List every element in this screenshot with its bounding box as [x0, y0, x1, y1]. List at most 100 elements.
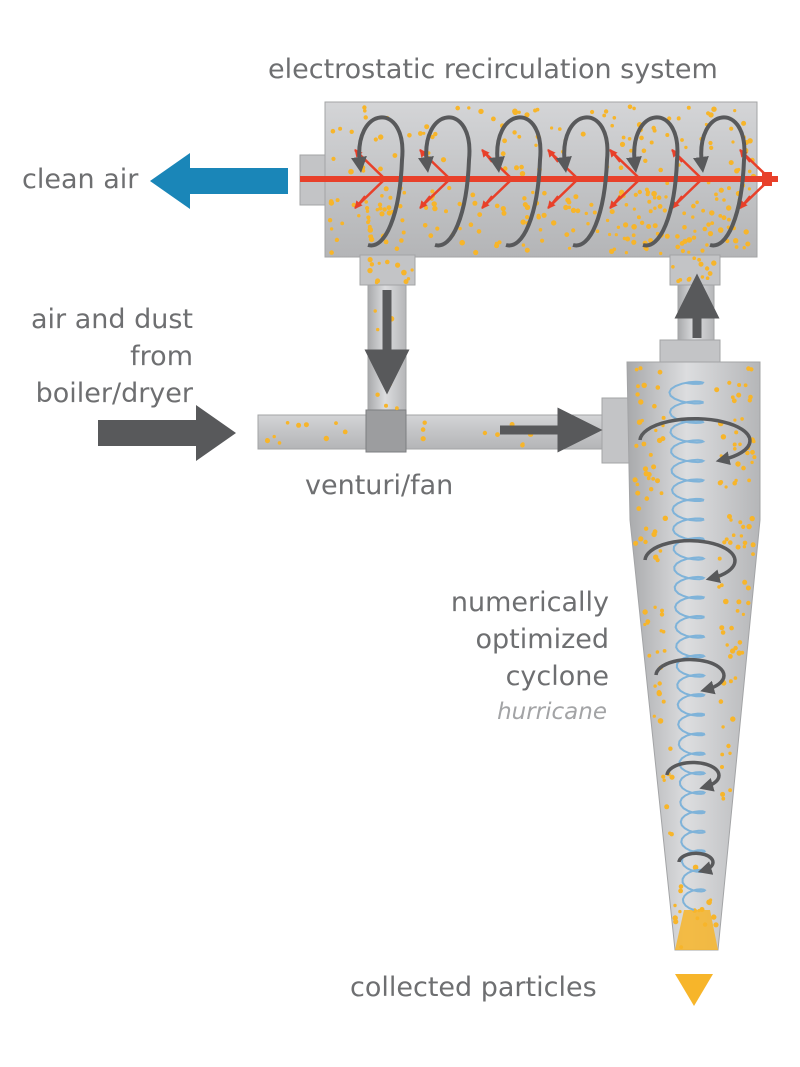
dust-particle — [348, 168, 354, 175]
dust-particle — [747, 187, 752, 191]
dust-particle — [720, 434, 727, 440]
dust-particle — [736, 650, 742, 656]
inner-vortex — [668, 380, 707, 911]
dust-particle — [727, 514, 732, 519]
dust-particle — [678, 884, 684, 889]
dust-particle — [724, 537, 729, 542]
dust-particle — [706, 222, 711, 227]
cyclone-label-line2: optimized — [475, 624, 609, 655]
dust-particle — [657, 718, 664, 724]
dust-particle — [742, 246, 746, 250]
dust-particle — [603, 109, 609, 114]
dust-particle — [653, 684, 657, 688]
dust-particle — [653, 605, 657, 609]
dust-particle — [403, 279, 409, 285]
dust-particle — [722, 198, 726, 202]
dust-particle — [671, 265, 675, 269]
dust-particle — [398, 204, 403, 209]
dust-particle — [699, 907, 705, 912]
dust-particle — [517, 110, 521, 115]
dust-particle — [551, 220, 557, 226]
dust-particle — [638, 399, 644, 405]
dust-particle — [700, 248, 705, 253]
dust-particle — [590, 109, 595, 115]
dust-particle — [745, 585, 751, 591]
dust-particle — [711, 106, 717, 112]
dust-particle — [714, 197, 719, 201]
dust-particle — [665, 181, 670, 186]
dust-particle — [367, 227, 374, 233]
dust-particle — [643, 539, 648, 545]
dust-particle — [303, 422, 309, 428]
dust-particle — [467, 106, 471, 110]
dust-particle — [733, 418, 737, 422]
dust-particle — [428, 233, 434, 239]
dust-particle — [752, 439, 756, 444]
dust-particle — [495, 432, 500, 437]
dust-particle — [724, 485, 728, 489]
dust-particle — [727, 380, 732, 385]
cyclone-swirl-arrows — [638, 417, 752, 875]
dust-particle — [331, 156, 336, 161]
dust-particle — [714, 387, 720, 393]
dust-particle — [379, 211, 385, 217]
dust-particle — [749, 515, 755, 522]
dust-particle — [632, 477, 638, 483]
dust-particle — [697, 257, 701, 262]
dust-particle — [733, 676, 738, 680]
dust-particle — [746, 600, 751, 606]
dust-particle — [334, 421, 338, 425]
dust-particle — [367, 257, 373, 263]
dust-particle — [719, 454, 723, 458]
dust-particle — [705, 243, 709, 247]
dust-particle — [406, 277, 411, 281]
dust-particle — [718, 214, 723, 218]
dust-particle — [384, 403, 388, 408]
dust-particle — [491, 116, 496, 122]
dust-particle — [701, 208, 705, 213]
dust-particle — [595, 229, 600, 233]
dust-particle — [400, 218, 405, 223]
dust-particle — [459, 239, 466, 246]
dust-particle — [662, 778, 666, 782]
dust-particle — [657, 369, 663, 375]
collected-particles-icon — [675, 974, 713, 1006]
dust-particle — [709, 210, 715, 216]
dust-particle — [742, 579, 748, 585]
dust-particle — [422, 131, 426, 135]
dust-particle — [634, 443, 639, 448]
dust-particle — [659, 251, 663, 256]
dust-particle — [373, 137, 378, 142]
dust-particle — [721, 725, 725, 729]
dust-particle — [375, 278, 381, 284]
dust-particle — [728, 679, 733, 684]
dust-particle — [736, 167, 741, 172]
dust-particle — [522, 196, 527, 201]
dust-particle — [720, 752, 725, 757]
dust-particle — [659, 629, 663, 633]
dust-particle — [647, 199, 652, 204]
dust-particle — [751, 552, 755, 556]
dust-particle — [695, 916, 700, 921]
charge-chevron — [671, 149, 704, 209]
dust-particle — [706, 899, 712, 905]
dust-particle — [610, 123, 614, 128]
dust-particle — [702, 226, 708, 232]
dust-particle — [329, 227, 334, 231]
dust-particle — [401, 269, 407, 276]
dust-particle — [679, 241, 685, 246]
dust-particle — [686, 277, 691, 282]
dust-particle — [721, 215, 727, 221]
dust-particle — [728, 751, 732, 755]
dust-particle — [646, 476, 651, 481]
dust-particle — [525, 215, 530, 220]
dust-particle — [563, 204, 569, 211]
dust-particle — [655, 231, 660, 236]
dust-particle — [533, 108, 538, 113]
cyclone-swirl — [654, 657, 726, 695]
dust-particle — [731, 398, 737, 404]
dust-particle — [652, 403, 657, 409]
swirl-loop — [489, 115, 543, 248]
dust-particle — [747, 169, 752, 174]
dust-particle — [422, 223, 428, 228]
